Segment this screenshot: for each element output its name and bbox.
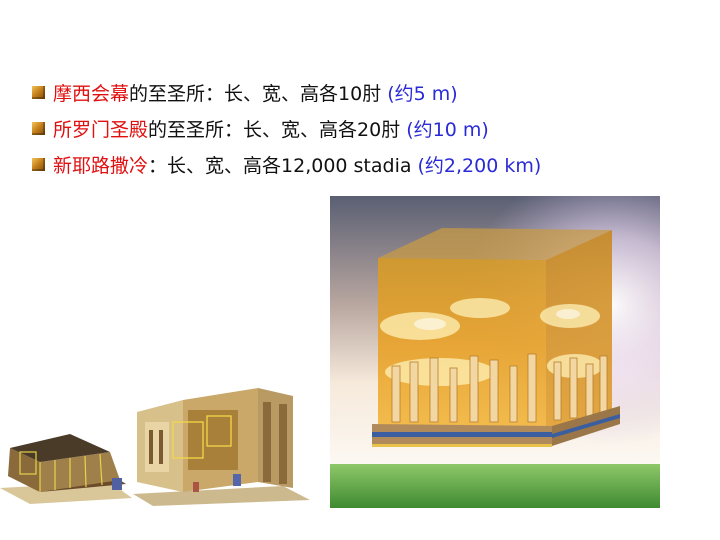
bullet-list: 摩西会幕 的至圣所：长、宽、高各10肘 (约5 m) 所罗门圣殿 的至圣所：长、… [32, 74, 541, 182]
term-moses-tabernacle: 摩西会幕 [53, 82, 130, 105]
description-moses: 的至圣所：长、宽、高各10肘 [129, 82, 382, 105]
bullet-row-new-jerusalem: 新耶路撒冷 ：长、宽、高各12,000 stadia (约2,200 km) [32, 146, 541, 182]
description-solomon: 的至圣所：长、宽、高各20肘 [148, 118, 401, 141]
approx-size-solomon: (约10 m) [406, 118, 489, 141]
bullet-row-solomon: 所罗门圣殿 的至圣所：长、宽、高各20肘 (约10 m) [32, 110, 541, 146]
term-new-jerusalem: 新耶路撒冷 [53, 154, 149, 177]
term-solomon-temple: 所罗门圣殿 [53, 118, 149, 141]
bullet-icon [32, 85, 45, 99]
description-new-jerusalem: ：长、宽、高各12,000 stadia [148, 154, 412, 177]
bullet-icon [32, 121, 45, 135]
approx-size-new-jerusalem: (约2,200 km) [417, 154, 542, 177]
bullet-row-moses: 摩西会幕 的至圣所：长、宽、高各10肘 (约5 m) [32, 74, 541, 110]
approx-size-moses: (约5 m) [387, 82, 458, 105]
tabernacle-illustration [0, 434, 132, 504]
bullet-icon [32, 157, 45, 171]
temple-illustration [133, 388, 310, 506]
new-jerusalem-cube-illustration [330, 196, 660, 508]
